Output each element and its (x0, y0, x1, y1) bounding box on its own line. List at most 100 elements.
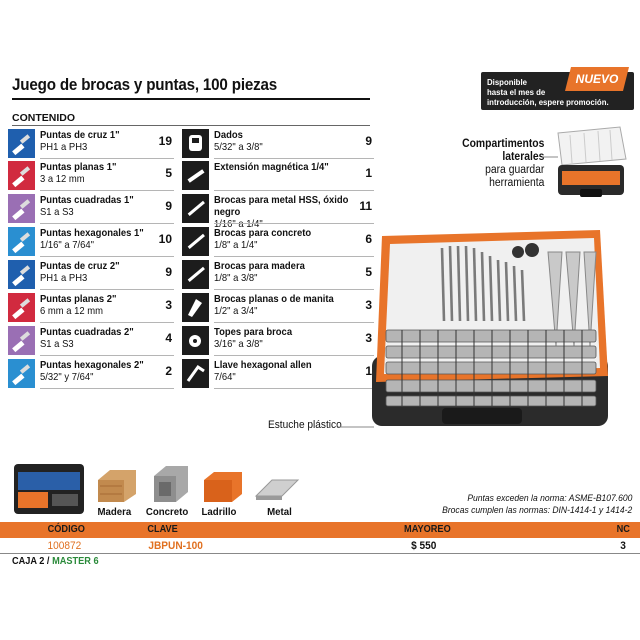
left-contents-item-quantity: 9 (165, 265, 172, 279)
header-codigo: CÓDIGO (47, 524, 85, 535)
left-contents-item-text: Puntas de cruz 2"PH1 a PH3 (40, 260, 120, 284)
left-contents-item-name: Puntas hexagonales 2" (40, 359, 144, 371)
right-contents-item-name: Topes para broca (214, 326, 293, 338)
right-contents-item-text: Extensión magnética 1/4" (214, 161, 329, 173)
left-contents-item-size: PH1 a PH3 (40, 272, 88, 284)
flat-bit-icon (8, 161, 35, 190)
packaging-info: CAJA 2 / MASTER 6 (12, 556, 99, 567)
right-contents-item-quantity: 9 (365, 134, 372, 148)
right-contents-item-size: 5/32" a 3/8" (214, 141, 263, 153)
product-box-image (14, 464, 84, 514)
right-contents-item-divider (214, 289, 374, 290)
nc-value: 3 (620, 540, 626, 552)
left-contents-item: Puntas hexagonales 1"1/16" a 7/64"10 (8, 226, 176, 257)
right-contents-item-size: 1/8" a 3/8" (214, 272, 258, 284)
material-metal-swatch (254, 479, 300, 500)
left-contents-item-text: Puntas de cruz 1"PH1 a PH3 (40, 129, 120, 153)
hex-bit-icon (8, 227, 35, 256)
right-contents-item-name: Extensión magnética 1/4" (214, 161, 329, 173)
left-contents-item-name: Puntas hexagonales 1" (40, 227, 144, 239)
compartments-pointer (542, 156, 558, 158)
table-header-bar (0, 522, 640, 538)
left-contents-item-divider (40, 322, 174, 323)
cross-bit-icon (8, 129, 35, 158)
material-wood-label: Madera (97, 506, 132, 518)
title-divider (12, 98, 370, 100)
right-contents-item-divider (214, 355, 374, 356)
left-contents-item: Puntas cuadradas 2"S1 a S3 4 (8, 325, 176, 356)
left-contents-item-quantity: 4 (165, 331, 172, 345)
caja-label: CAJA 2 / (12, 556, 50, 567)
badge-line1: Disponible (487, 77, 527, 87)
material-concrete-label: Concreto (145, 506, 189, 518)
case-image (372, 230, 608, 426)
right-contents-item-quantity: 1 (365, 364, 372, 378)
header-mayoreo: MAYOREO (404, 524, 451, 535)
wholesale-price: $ 550 (411, 540, 437, 552)
product-key: JBPUN-100 (148, 540, 203, 552)
spade-bit-icon (182, 293, 209, 322)
right-contents-item-name: Brocas para madera (214, 260, 305, 272)
side-compartment-image (557, 126, 627, 197)
badge-line3: introducción, espere promoción. (487, 97, 609, 107)
wood-drill-icon (182, 260, 209, 289)
left-contents-item-divider (40, 190, 174, 191)
right-contents-item-size: 1/8" a 1/4" (214, 239, 258, 251)
cross-bit-icon (8, 260, 35, 289)
left-contents-item-divider (40, 223, 174, 224)
allen-key-icon (182, 359, 209, 388)
left-contents-item-text: Puntas cuadradas 2"S1 a S3 (40, 326, 134, 350)
right-contents-item-divider (214, 388, 374, 389)
right-contents-item-divider (214, 223, 374, 224)
header-nc: NC (616, 524, 630, 535)
compartments-line2: laterales (501, 151, 544, 163)
drill-stop-icon (182, 326, 209, 355)
left-contents-item-size: PH1 a PH3 (40, 141, 88, 153)
left-contents-item-quantity: 9 (165, 199, 172, 213)
extension-icon (182, 161, 209, 190)
left-contents-item-name: Puntas de cruz 1" (40, 129, 120, 141)
table-bottom-divider (0, 553, 640, 554)
left-contents-item-name: Puntas planas 2" (40, 293, 117, 305)
right-contents-item-name: Llave hexagonal allen (214, 359, 312, 371)
norm-line2: Brocas cumplen las normas: DIN-1414-1 y … (441, 505, 632, 516)
left-contents-item-text: Puntas planas 1"3 a 12 mm (40, 161, 116, 185)
metal-drill-icon (182, 194, 209, 223)
badge-line2: hasta el mes de (487, 87, 546, 97)
right-contents-item-divider (214, 256, 374, 257)
new-tag: NUEVO (565, 67, 629, 91)
left-contents-item-name: Puntas planas 1" (40, 161, 117, 173)
left-contents-item-quantity: 19 (158, 134, 172, 148)
case-pointer (338, 426, 374, 428)
left-contents-item: Puntas de cruz 1"PH1 a PH3 19 (8, 128, 176, 159)
right-contents-item-quantity: 1 (365, 166, 372, 180)
left-contents-item-name: Puntas cuadradas 1" (40, 194, 134, 206)
right-contents-item-size: 3/16" a 3/8" (214, 338, 263, 350)
left-contents-item-text: Puntas cuadradas 1"S1 a S3 (40, 194, 134, 218)
availability-badge: Disponible hasta el mes de introducción,… (481, 72, 634, 110)
material-wood-swatch (98, 470, 136, 502)
compartments-callout: Compartimentos laterales para guardar he… (462, 138, 544, 190)
left-contents-item-divider (40, 388, 174, 389)
right-contents-item-quantity: 5 (365, 265, 372, 279)
contenido-divider (12, 125, 370, 126)
socket-icon (182, 129, 209, 158)
left-contents-item-size: 1/16" a 7/64" (40, 239, 95, 251)
right-contents-item-size: 1/2" a 3/4" (214, 305, 258, 317)
product-code: 100872 (47, 540, 82, 552)
left-contents-item-divider (40, 289, 174, 290)
left-contents-item-quantity: 5 (165, 166, 172, 180)
right-contents-item-quantity: 6 (365, 232, 372, 246)
